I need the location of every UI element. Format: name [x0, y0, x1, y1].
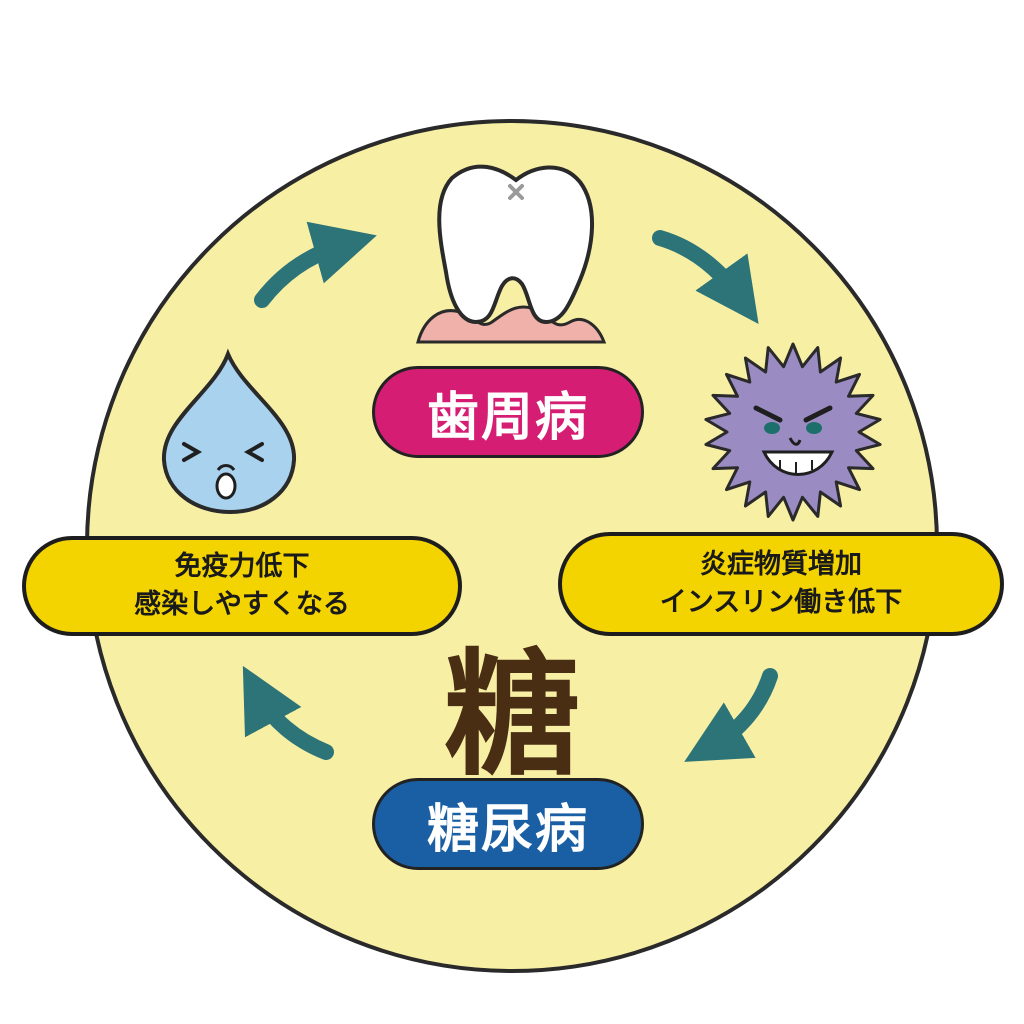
tooth-icon	[437, 164, 595, 325]
diabetes-label: 糖尿病	[372, 778, 644, 870]
sugar-character: 糖	[444, 636, 580, 795]
immunity-note: 免疫力低下 感染しやすくなる	[22, 536, 462, 636]
diabetes-text: 糖尿病	[426, 799, 589, 860]
immunity-note-line2: 感染しやすくなる	[134, 589, 350, 620]
inflammation-note-line2: インスリン働き低下	[659, 587, 903, 618]
immunity-note-line1: 免疫力低下	[174, 551, 310, 582]
cycle-arrow-icon	[242, 665, 334, 760]
cycle-arrow-icon	[254, 221, 377, 308]
inflammation-note-line1: 炎症物質増加	[700, 549, 862, 580]
germ-icon	[704, 342, 882, 522]
inflammation-note: 炎症物質増加 インスリン働き低下	[558, 532, 1004, 636]
periodontal-disease-label: 歯周病	[372, 366, 644, 458]
periodontal-disease-text: 歯周病	[426, 387, 589, 448]
water-drop-icon	[161, 348, 297, 515]
cycle-arrow-icon	[684, 668, 778, 762]
cycle-arrow-icon	[652, 230, 759, 325]
